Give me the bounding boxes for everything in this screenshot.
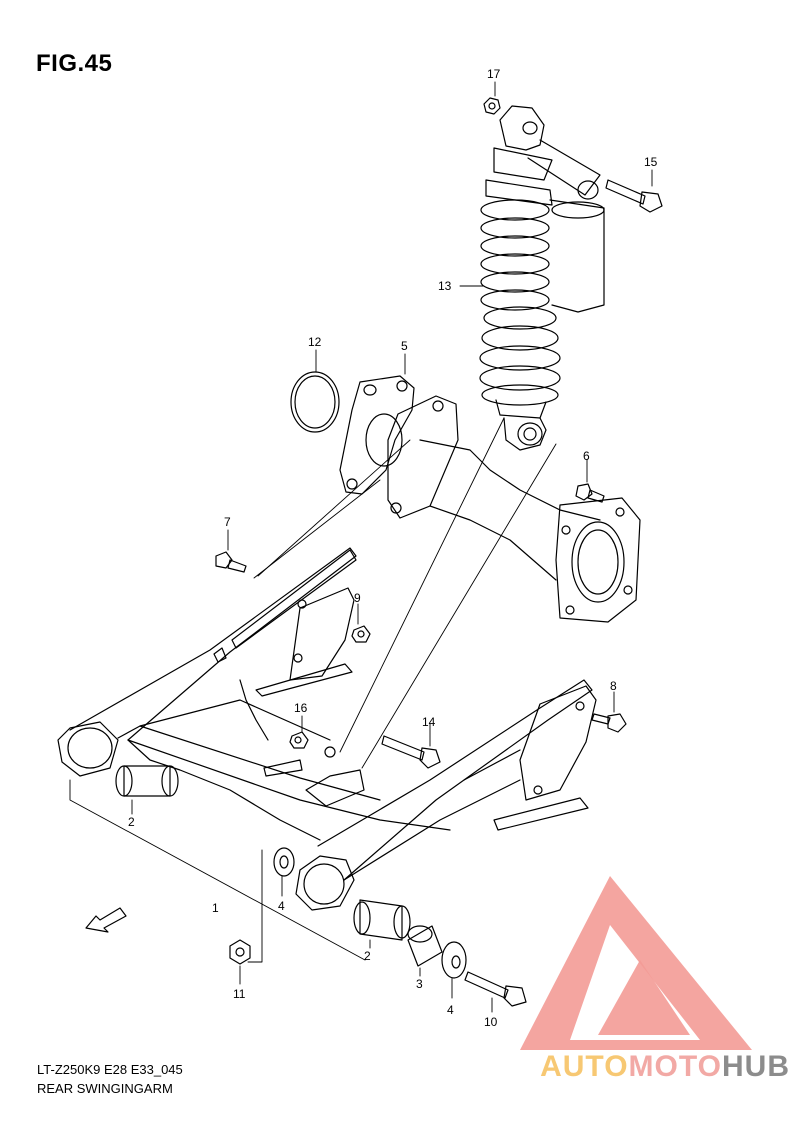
axle-housing: [387, 395, 641, 623]
callout-2a: 2: [128, 815, 135, 829]
watermark-part-hub: HUB: [722, 1050, 790, 1083]
callout-14: 14: [422, 715, 436, 729]
figure-description: REAR SWINGINGARM: [37, 1081, 173, 1096]
bolt-8: [591, 713, 627, 733]
callout-4a: 4: [278, 899, 285, 913]
callout-8: 8: [610, 679, 617, 693]
model-code: LT-Z250K9 E28 E33_045: [37, 1062, 183, 1077]
nut-9: [351, 625, 371, 643]
callout-labels: 1 2 2 3 4 4 5 6 7 8 9 10 11 12 13 14 15 …: [128, 67, 658, 1029]
callout-7: 7: [224, 515, 231, 529]
callout-12: 12: [308, 335, 322, 349]
fwd-arrow-icon: [85, 907, 127, 933]
callout-11: 11: [233, 987, 246, 1001]
callout-15: 15: [644, 155, 658, 169]
bushing-3: [407, 925, 443, 967]
watermark-part-auto: AUTO: [540, 1050, 629, 1083]
callout-10: 10: [484, 1015, 498, 1029]
callout-1: 1: [212, 901, 219, 915]
o-ring-12: [290, 371, 340, 433]
nut-16: [289, 731, 309, 749]
figure-title: FIG.45: [36, 50, 113, 77]
callout-16: 16: [294, 701, 308, 715]
callout-5: 5: [401, 339, 408, 353]
watermark-text: AUTOMOTOHUB: [540, 1050, 790, 1084]
washer-4-lower: [441, 941, 467, 979]
bolt-7: [215, 551, 247, 573]
nut-17: [483, 97, 501, 115]
bolt-6: [575, 483, 605, 503]
callout-4b: 4: [447, 1003, 454, 1017]
swingarm-1: [57, 547, 597, 911]
callout-9: 9: [354, 591, 361, 605]
bolt-10: [464, 971, 527, 1007]
bearing-2-left: [115, 765, 179, 797]
rear-shock-absorber: [479, 105, 605, 451]
watermark-part-moto: MOTO: [628, 1050, 722, 1083]
callout-13: 13: [438, 279, 452, 293]
callout-17: 17: [487, 67, 501, 81]
bolt-14: [381, 735, 441, 769]
callout-2b: 2: [364, 949, 371, 963]
callout-3: 3: [416, 977, 423, 991]
nut-11: [229, 939, 251, 965]
washer-4-upper: [273, 847, 295, 877]
bearing-2-right: [353, 899, 411, 941]
bracket-plate-5: [339, 375, 415, 495]
bolt-15: [605, 179, 663, 213]
watermark-logo-icon: [520, 876, 752, 1050]
callout-6: 6: [583, 449, 590, 463]
